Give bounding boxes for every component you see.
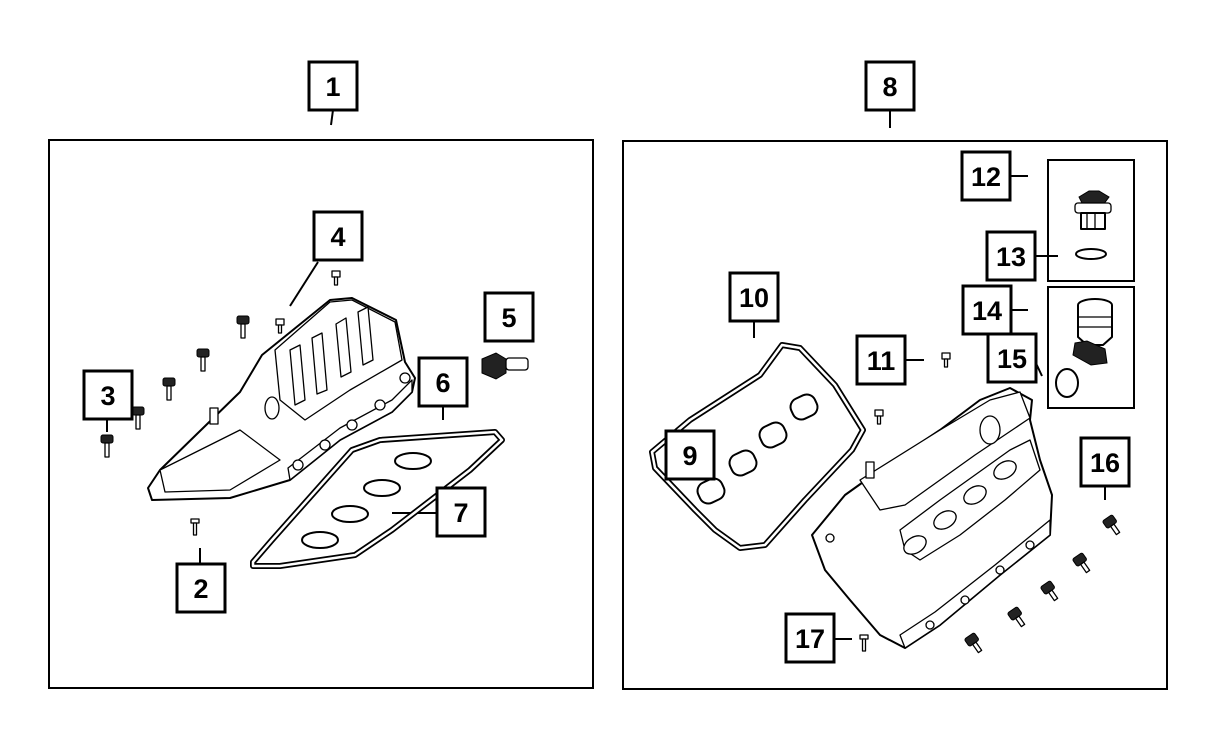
callout-14: 14 bbox=[961, 284, 1013, 336]
callout-1-label: 1 bbox=[325, 72, 340, 102]
callout-16: 16 bbox=[1079, 436, 1131, 488]
right-gasket bbox=[649, 342, 866, 551]
callout-2-label: 2 bbox=[193, 574, 208, 604]
callout-6-label: 6 bbox=[435, 368, 450, 398]
oil-filler-tube bbox=[1072, 298, 1113, 366]
callout-13: 13 bbox=[985, 230, 1037, 282]
callout-12: 12 bbox=[960, 150, 1012, 202]
callout-12-label: 12 bbox=[971, 162, 1001, 192]
callout-11-label: 11 bbox=[867, 346, 896, 376]
left-stud-bolts bbox=[275, 270, 341, 334]
callout-7-label: 7 bbox=[453, 498, 468, 528]
right-studs bbox=[874, 352, 951, 425]
sensor-inset-upper-frame bbox=[1047, 159, 1135, 282]
callout-3-label: 3 bbox=[100, 381, 115, 411]
callout-10-label: 10 bbox=[739, 283, 769, 313]
left-pin bbox=[190, 518, 200, 536]
callout-8: 8 bbox=[864, 60, 916, 112]
right-panel-frame bbox=[622, 140, 1168, 690]
callout-11: 11 bbox=[855, 334, 907, 386]
right-valve-cover bbox=[811, 387, 1053, 649]
oil-filler-o-ring bbox=[1055, 368, 1079, 398]
callout-4-label: 4 bbox=[330, 222, 345, 252]
callout-8-label: 8 bbox=[882, 72, 897, 102]
sensor-inset-lower-frame bbox=[1047, 286, 1135, 409]
callout-6: 6 bbox=[417, 356, 469, 408]
callout-17-label: 17 bbox=[795, 624, 825, 654]
oil-cap-o-ring bbox=[1075, 248, 1107, 260]
callout-10: 10 bbox=[728, 271, 780, 323]
callout-7: 7 bbox=[435, 486, 487, 538]
left-gasket bbox=[250, 429, 505, 569]
right-bolts bbox=[964, 514, 1121, 654]
right-pin bbox=[859, 634, 869, 652]
callout-2: 2 bbox=[175, 562, 227, 614]
left-bolts bbox=[100, 315, 250, 458]
callout-5-label: 5 bbox=[501, 303, 516, 333]
callout-1: 1 bbox=[307, 60, 359, 112]
callout-13-label: 13 bbox=[996, 242, 1026, 272]
callout-15: 15 bbox=[986, 332, 1038, 384]
callout-3: 3 bbox=[82, 369, 134, 421]
callout-5: 5 bbox=[483, 291, 535, 343]
callout-15-label: 15 bbox=[997, 344, 1027, 374]
callout-9-label: 9 bbox=[682, 441, 697, 471]
callout-4: 4 bbox=[312, 210, 364, 262]
callout-17: 17 bbox=[784, 612, 836, 664]
left-valve-cover bbox=[147, 297, 416, 501]
left-pcv-valve bbox=[481, 352, 529, 380]
callout-16-label: 16 bbox=[1090, 448, 1120, 478]
oil-cap bbox=[1074, 190, 1112, 230]
callout-9: 9 bbox=[664, 429, 716, 481]
callout-14-label: 14 bbox=[972, 296, 1002, 326]
left-panel-frame bbox=[48, 139, 594, 689]
